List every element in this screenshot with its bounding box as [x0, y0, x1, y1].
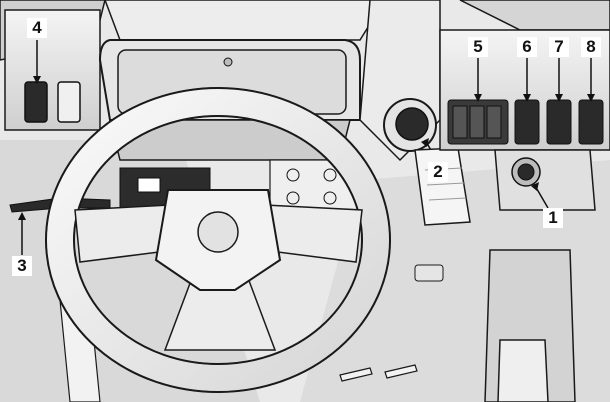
ignition-housing	[494, 149, 596, 211]
rocker-switch-6	[514, 99, 540, 145]
vent-hole	[286, 191, 300, 205]
cluster-screw	[223, 57, 233, 67]
left-switch-pod	[4, 9, 101, 131]
callout-6-label: 6	[517, 37, 537, 57]
ignition-key-switch	[517, 163, 535, 181]
windshield-frame	[104, 0, 386, 41]
steering-wheel	[45, 87, 391, 393]
callout-8-label: 8	[581, 37, 601, 57]
rocker-switch-7	[546, 99, 572, 145]
callout-2-arrow	[421, 138, 429, 147]
roof-right	[459, 0, 610, 31]
callout-1-label: 1	[543, 208, 563, 228]
callout-3-label: 3	[12, 256, 32, 276]
floor-latch	[414, 264, 444, 282]
dash-label-plate	[137, 177, 161, 193]
callout-4-label: 4	[27, 18, 47, 38]
gear-shifter	[497, 339, 549, 402]
left-blank-switch	[57, 81, 81, 123]
wheel-center-cap	[197, 211, 239, 253]
left-rocker-switch	[24, 81, 48, 123]
callout-7-label: 7	[549, 37, 569, 57]
callout-2-label: 2	[428, 162, 448, 182]
rocker-switch-8	[578, 99, 604, 145]
vent-hole	[286, 168, 300, 182]
vent-hole	[323, 168, 337, 182]
horn-button	[395, 107, 429, 141]
vent-hole	[323, 191, 337, 205]
callout-4-arrow	[33, 76, 41, 84]
callout-5-label: 5	[468, 37, 488, 57]
